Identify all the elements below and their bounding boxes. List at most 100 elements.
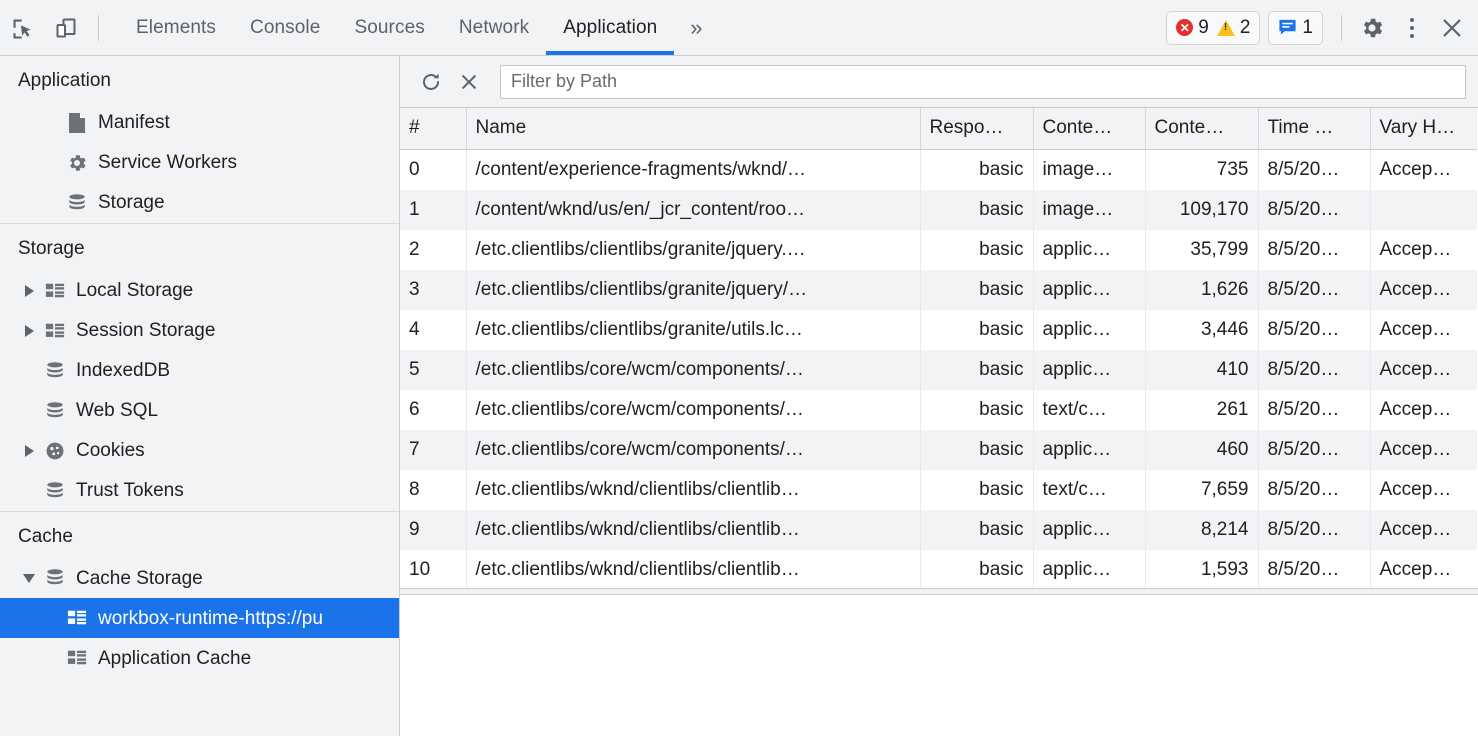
column-header-time-cached[interactable]: Time … [1258,108,1370,149]
sidebar-item-local-storage[interactable]: Local Storage [0,271,399,311]
more-vertical-icon[interactable] [1392,8,1432,48]
more-tabs-icon[interactable]: » [674,0,718,55]
sidebar-item-cache-storage[interactable]: Cache Storage [0,558,399,598]
chevron-right-icon[interactable] [18,285,40,297]
sidebar-item-indexeddb-label: IndexedDB [76,361,170,380]
column-header-vary-header[interactable]: Vary H… [1370,108,1477,149]
tab-sources-label: Sources [354,17,424,39]
cell-content-length: 8,214 [1145,510,1258,550]
column-header-response-type[interactable]: Respo… [920,108,1033,149]
column-header-content-length[interactable]: Conte… [1145,108,1258,149]
sidebar-item-indexeddb[interactable]: IndexedDB [0,351,399,391]
column-header-content-type[interactable]: Conte… [1033,108,1145,149]
tab-console[interactable]: Console [233,0,337,55]
cell-vary-header: Accep… [1370,350,1477,390]
chevron-down-icon[interactable] [18,574,40,583]
sidebar-item-session-storage[interactable]: Session Storage [0,311,399,351]
error-counter[interactable]: ✕ 9 [1176,18,1209,37]
more-dots [1410,18,1414,38]
table-row[interactable]: 7/etc.clientlibs/core/wcm/components/…ba… [400,430,1477,470]
chevron-right-icon[interactable] [18,325,40,337]
messages-counter-pill[interactable]: 1 [1268,11,1323,45]
sidebar-item-application-cache-label: Application Cache [98,649,251,668]
more-tabs-label: » [690,15,702,41]
filter-by-path-input[interactable] [500,65,1466,99]
gear-icon[interactable] [1352,8,1392,48]
cell-response-type: basic [920,350,1033,390]
column-header-index[interactable]: # [400,108,466,149]
cell-time-cached: 8/5/20… [1258,310,1370,350]
table-row[interactable]: 10/etc.clientlibs/wknd/clientlibs/client… [400,550,1477,590]
cell-vary-header: Accep… [1370,550,1477,590]
table-row[interactable]: 8/etc.clientlibs/wknd/clientlibs/clientl… [400,470,1477,510]
tab-sources[interactable]: Sources [337,0,441,55]
cell-vary-header: Accep… [1370,270,1477,310]
clear-x-icon[interactable] [452,65,486,99]
tab-application-label: Application [563,17,657,39]
cell-vary-header: Accep… [1370,470,1477,510]
close-icon[interactable] [1432,8,1472,48]
table-row[interactable]: 5/etc.clientlibs/core/wcm/components/…ba… [400,350,1477,390]
sidebar-item-service-workers-label: Service Workers [98,153,237,172]
table-row[interactable]: 4/etc.clientlibs/clientlibs/granite/util… [400,310,1477,350]
cell-content-length: 7,659 [1145,470,1258,510]
table-row[interactable]: 9/etc.clientlibs/wknd/clientlibs/clientl… [400,510,1477,550]
sidebar-item-manifest[interactable]: Manifest [0,103,399,143]
cell-content-length: 109,170 [1145,190,1258,230]
table-row[interactable]: 3/etc.clientlibs/clientlibs/granite/jque… [400,270,1477,310]
cell-response-type: basic [920,470,1033,510]
application-sidebar[interactable]: Application Manifest [0,56,400,736]
column-header-name[interactable]: Name [466,108,920,149]
cell-content-length: 735 [1145,149,1258,190]
sidebar-item-storage[interactable]: Storage [0,183,399,223]
cell-index: 2 [400,230,466,270]
table-header: # Name Respo… Conte… Conte… Time … Vary … [400,108,1477,149]
cell-time-cached: 8/5/20… [1258,270,1370,310]
sidebar-item-trust-tokens[interactable]: Trust Tokens [0,471,399,511]
table-row[interactable]: 1/content/wknd/us/en/_jcr_content/roo…ba… [400,190,1477,230]
sidebar-item-workbox-runtime-cache[interactable]: workbox-runtime-https://pu [0,598,399,638]
cell-content-length: 1,593 [1145,550,1258,590]
sidebar-item-manifest-label: Manifest [98,113,170,132]
device-toolbar-icon[interactable] [44,6,88,50]
refresh-icon[interactable] [414,65,448,99]
table-row[interactable]: 6/etc.clientlibs/core/wcm/components/…ba… [400,390,1477,430]
sidebar-item-service-workers[interactable]: Service Workers [0,143,399,183]
devtools-main-toolbar: Elements Console Sources Network Applica… [0,0,1478,56]
cell-time-cached: 8/5/20… [1258,190,1370,230]
table-row[interactable]: 2/etc.clientlibs/clientlibs/granite/jque… [400,230,1477,270]
sidebar-item-cookies[interactable]: Cookies [0,431,399,471]
cell-index: 7 [400,430,466,470]
cell-name: /etc.clientlibs/clientlibs/granite/utils… [466,310,920,350]
chevron-right-icon[interactable] [18,445,40,457]
toolbar-divider-2 [1341,15,1342,41]
table-body: 0/content/experience-fragments/wknd/…bas… [400,149,1477,589]
sidebar-section-title-application: Application [0,56,399,103]
table-row[interactable]: 0/content/experience-fragments/wknd/…bas… [400,149,1477,190]
sidebar-item-application-cache[interactable]: Application Cache [0,638,399,678]
cell-name: /etc.clientlibs/wknd/clientlibs/clientli… [466,510,920,550]
cell-content-type: text/c… [1033,390,1145,430]
warning-counter[interactable]: 2 [1217,18,1251,37]
toolbar-divider [98,15,99,41]
tab-network[interactable]: Network [442,0,546,55]
cell-response-type: basic [920,270,1033,310]
message-counter[interactable]: 1 [1278,18,1313,37]
issues-counter-pill[interactable]: ✕ 9 2 [1166,11,1260,45]
cell-name: /etc.clientlibs/core/wcm/components/… [466,390,920,430]
cell-content-length: 3,446 [1145,310,1258,350]
cache-entries-table-container[interactable]: # Name Respo… Conte… Conte… Time … Vary … [400,108,1478,589]
cell-vary-header: Accep… [1370,149,1477,190]
tab-application[interactable]: Application [546,0,674,55]
database-icon [62,192,92,214]
inspect-element-icon[interactable] [0,6,44,50]
cell-content-type: image… [1033,190,1145,230]
cell-vary-header [1370,190,1477,230]
warning-count: 2 [1240,18,1251,37]
message-count: 1 [1302,18,1313,37]
sidebar-item-web-sql[interactable]: Web SQL [0,391,399,431]
table-header-row: # Name Respo… Conte… Conte… Time … Vary … [400,108,1477,149]
tab-elements[interactable]: Elements [119,0,233,55]
sidebar-section-title-cache: Cache [0,512,399,559]
cell-content-type: applic… [1033,310,1145,350]
